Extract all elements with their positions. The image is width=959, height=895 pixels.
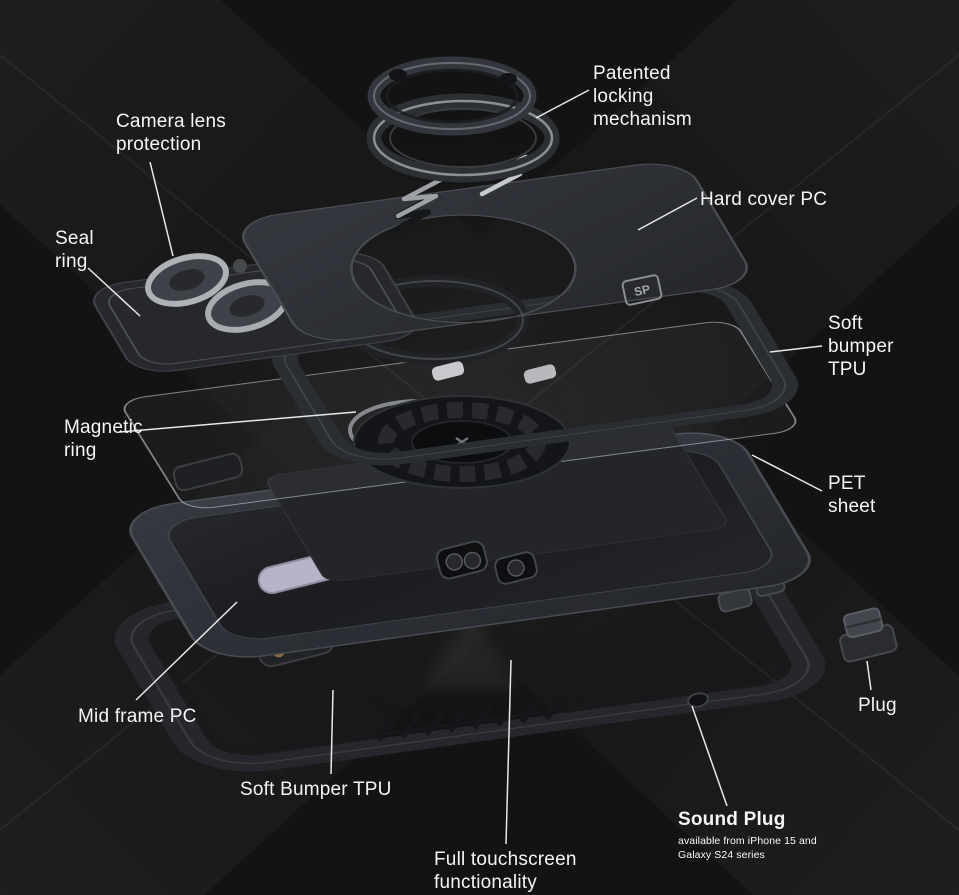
label-patented-locking-mechanism: Patented locking mechanism <box>593 63 692 131</box>
label-camera-lens-protection: Camera lens protection <box>116 111 226 156</box>
label-mid-frame-pc: Mid frame PC <box>78 706 197 727</box>
label-soft-bumper-tpu: Soft bumper TPU <box>828 313 894 381</box>
spring-clip <box>395 176 445 219</box>
leader-camera-lens-protection <box>149 161 174 257</box>
brand-logo: SP <box>621 274 663 306</box>
leader-plug <box>866 660 872 691</box>
leader-pet-sheet <box>751 454 823 492</box>
leader-magnetic-ring <box>119 411 357 433</box>
label-magnetic-ring: Magnetic ring <box>64 417 143 462</box>
leader-full-touchscreen <box>505 659 512 845</box>
kickstand-tabs <box>431 361 557 384</box>
leader-sound-plug <box>691 705 728 807</box>
hard-cover-pc-part <box>242 163 748 341</box>
seal-ring-part <box>108 259 402 365</box>
label-plug: Plug <box>858 695 897 716</box>
leader-seal-ring <box>87 267 141 317</box>
label-full-touchscreen-functionality: Full touchscreen functionality <box>434 849 577 894</box>
leader-soft-bumper-tpu <box>769 345 823 353</box>
sound-plug-title: Sound Plug <box>678 809 786 830</box>
label-soft-bumper-tpu-bottom: Soft Bumper TPU <box>240 779 392 800</box>
leader-hard-cover-pc <box>637 197 698 231</box>
locking-ring-bottom <box>366 93 560 183</box>
leader-patented-locking <box>535 89 590 119</box>
grip-texture <box>375 694 566 742</box>
label-hard-cover-pc: Hard cover PC <box>700 189 828 210</box>
plug-part <box>839 607 898 663</box>
label-seal-ring: Seal ring <box>55 228 94 273</box>
frame-top-button <box>172 452 244 492</box>
label-sound-plug: Sound Plug available from iPhone 15 and … <box>678 808 818 862</box>
leader-mid-frame-pc <box>135 601 238 701</box>
svg-text:SP: SP <box>633 282 652 299</box>
camera-lenses <box>145 253 289 333</box>
sound-plug-note: available from iPhone 15 and Galaxy S24 … <box>678 835 817 861</box>
soft-bumper-tpu-top-part <box>271 278 799 466</box>
center-glow <box>422 612 518 690</box>
camera-module-cutouts <box>435 540 538 585</box>
leader-soft-bumper-tpu-bottom <box>330 689 334 775</box>
locking-ring-top <box>367 56 537 136</box>
camera-flash <box>233 259 247 273</box>
sound-plug-port <box>687 692 709 708</box>
label-pet-sheet: PET sheet <box>828 473 876 518</box>
